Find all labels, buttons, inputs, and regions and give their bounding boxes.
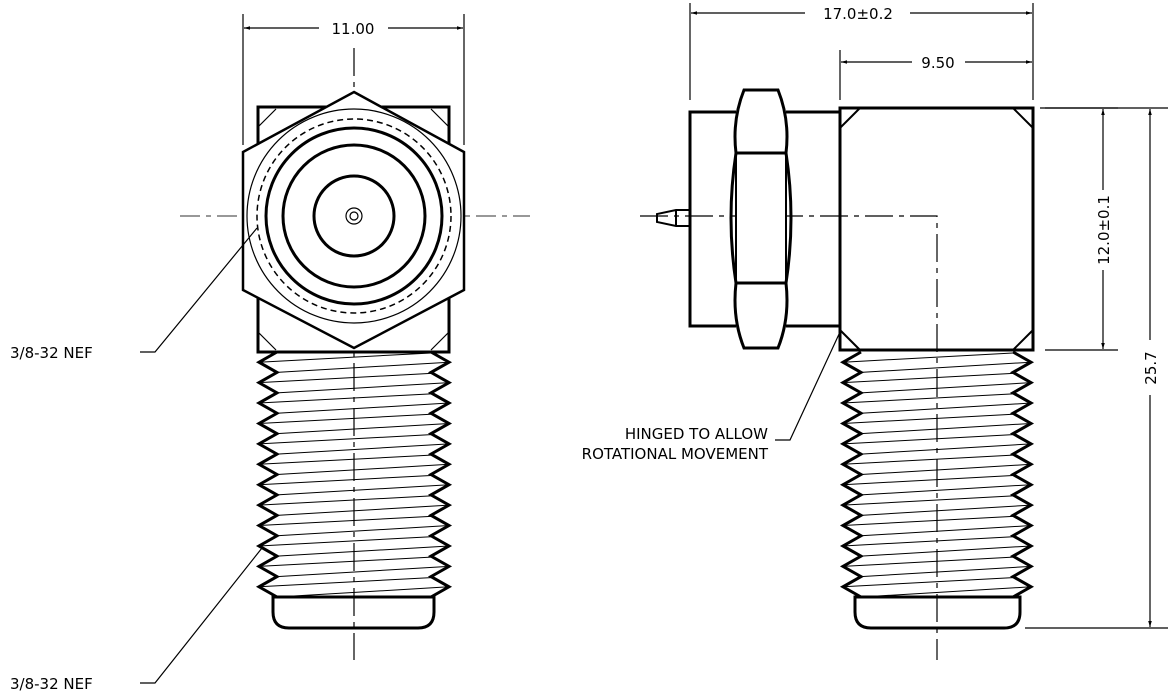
contact-pin: [349, 211, 359, 221]
thread-edge-right: [427, 350, 453, 599]
socket-outer-circle: [264, 126, 444, 306]
note-line2: ROTATIONAL MOVEMENT: [582, 445, 769, 463]
thread-label-top: 3/8-32 NEF: [10, 344, 93, 362]
dimension-overall-length: 17.0±0.2: [689, 3, 1034, 100]
thread-profile-side: [839, 350, 1035, 599]
thread-root-circle: [256, 118, 452, 314]
thread-crest-line: [842, 475, 1014, 486]
thread-crest-line: [842, 556, 1014, 567]
thread-crest-line: [842, 454, 1014, 465]
dim-body-length-label: 9.50: [921, 54, 954, 72]
thread-leader-bottom: 3/8-32 NEF: [10, 547, 263, 693]
thread-crest-line: [258, 556, 432, 567]
thread-crest-line: [860, 443, 1032, 455]
thread-crest-line: [258, 352, 432, 363]
thread-crest-line: [258, 434, 432, 445]
thread-crest-line: [842, 372, 1014, 384]
thread-crest-line: [842, 393, 1014, 404]
body-chamfers: [257, 108, 450, 351]
thread-crest-line: [842, 352, 1014, 363]
thread-crest-line: [258, 495, 432, 506]
thread-crest-line: [258, 454, 432, 465]
thread-crest-line: [842, 434, 1014, 445]
thread-profile-front: [255, 350, 453, 599]
thread-crest-line: [860, 504, 1032, 516]
thread-crest-line: [860, 586, 1032, 598]
thread-crest-line: [258, 515, 432, 527]
dimension-overall-height: 25.7: [1025, 107, 1168, 629]
thread-edge-left: [839, 350, 865, 599]
thread-crest-line: [258, 413, 432, 424]
thread-edge-left: [255, 350, 281, 599]
thread-crest-line: [860, 402, 1032, 414]
hinge-note: HINGED TO ALLOW ROTATIONAL MOVEMENT: [582, 331, 841, 463]
front-view: 11.00 3/8-32 NEF 3/8-32 NEF: [10, 14, 530, 693]
thread-crest-line: [842, 536, 1014, 547]
dimension-width: 11.00: [242, 14, 465, 145]
dim-overall-height-label: 25.7: [1142, 351, 1160, 384]
thread-crest-line: [258, 536, 432, 547]
thread-crest-line: [842, 515, 1014, 527]
socket-inner-circle: [281, 143, 427, 289]
thread-crest-line: [276, 545, 450, 557]
body-chamfers-side: [839, 107, 1034, 351]
thread-crest-line: [276, 361, 450, 373]
thread-crest-line: [276, 484, 450, 496]
thread-crest-line: [276, 463, 450, 475]
thread-crest-line: [276, 504, 450, 516]
thread-edge-right: [1009, 350, 1035, 599]
thread-crest-line: [276, 402, 450, 414]
thread-crest-line: [842, 577, 1014, 588]
thread-crest-line: [258, 577, 432, 588]
thread-crest-line: [276, 525, 450, 537]
dimension-body-height: 12.0±0.1: [1045, 107, 1118, 351]
thread-crest-line: [842, 495, 1014, 506]
thread-crest-line: [860, 463, 1032, 475]
thread-crest-line: [860, 565, 1032, 578]
dim-overall-length-label: 17.0±0.2: [823, 5, 893, 23]
thread-crest-line: [276, 565, 450, 578]
thread-crest-line: [860, 422, 1032, 435]
thread-crest-line: [860, 361, 1032, 373]
thread-crest-line: [276, 422, 450, 435]
thread-crest-line: [860, 484, 1032, 496]
right-angle-body: [838, 106, 1035, 352]
side-view: 17.0±0.2 9.50 12.0±0.1 25.7 HING: [582, 3, 1168, 660]
thread-crest-line: [258, 475, 432, 486]
dimension-body-length: 9.50: [839, 50, 1032, 100]
panel-nut: [729, 88, 793, 350]
dielectric-circle: [312, 174, 396, 258]
thread-crest-line: [258, 372, 432, 384]
thread-crest-line: [258, 393, 432, 404]
contact-circle: [345, 207, 363, 225]
thread-end-cap-side: [853, 595, 1022, 630]
thread-leader-top: 3/8-32 NEF: [10, 227, 258, 362]
thread-crest-line: [276, 443, 450, 455]
dim-width-label: 11.00: [332, 20, 375, 38]
thread-end-cap: [271, 595, 436, 630]
thread-crest-line: [860, 545, 1032, 557]
center-pin: [656, 209, 690, 227]
thread-crest-line: [276, 382, 450, 394]
thread-crest-line: [842, 413, 1014, 424]
thread-crest-line: [860, 525, 1032, 537]
outer-thread-circle: [246, 108, 462, 324]
note-line1: HINGED TO ALLOW: [625, 425, 768, 443]
thread-crest-line: [276, 586, 450, 598]
dim-body-height-label: 12.0±0.1: [1095, 195, 1113, 265]
thread-label-bottom: 3/8-32 NEF: [10, 675, 93, 693]
thread-crest-line: [860, 382, 1032, 394]
